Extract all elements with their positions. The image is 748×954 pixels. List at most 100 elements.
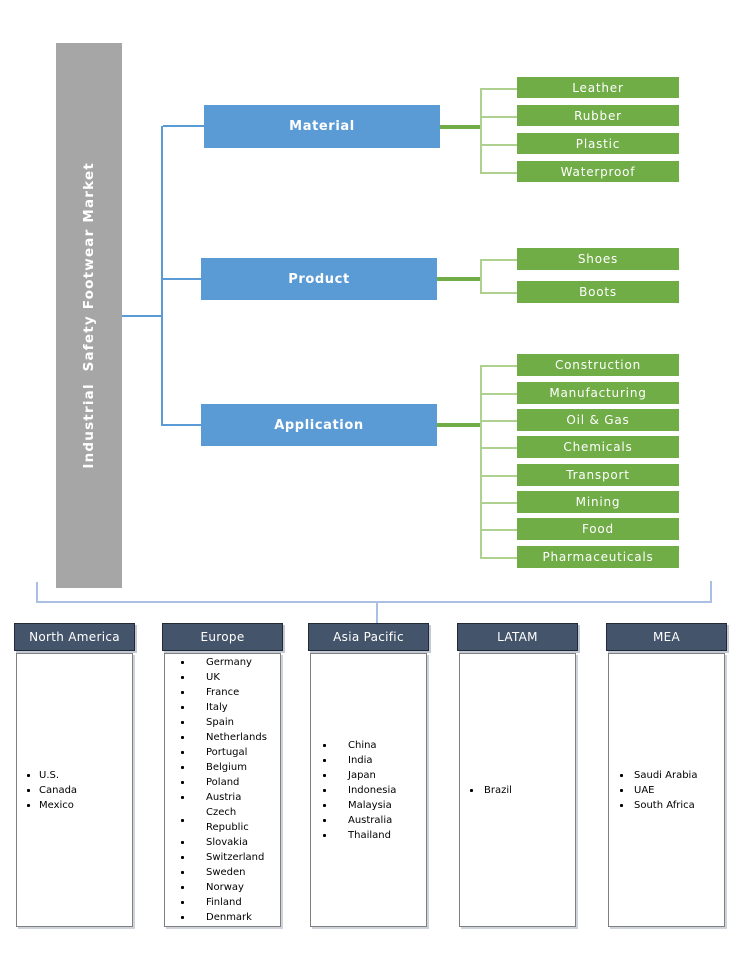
connector-regions xyxy=(710,581,712,602)
leaf-box: Boots xyxy=(517,281,679,303)
bullet-icon xyxy=(181,766,184,769)
leaf-label: Chemicals xyxy=(563,440,633,454)
connector-regions xyxy=(36,582,38,601)
bullet-icon xyxy=(181,901,184,904)
bullet-icon xyxy=(470,788,473,792)
leaf-box: Mining xyxy=(517,491,679,513)
connector-branch xyxy=(480,557,517,559)
country-item: Brazil xyxy=(470,783,575,798)
bullet-icon xyxy=(27,788,30,792)
country-label: U.S. xyxy=(39,769,60,781)
country-item: France xyxy=(181,685,280,700)
country-label: Brazil xyxy=(484,784,512,796)
leaf-label: Boots xyxy=(579,285,617,299)
leaf-box: Manufacturing xyxy=(517,382,679,404)
country-label: Poland xyxy=(206,777,240,788)
bullet-icon xyxy=(27,803,30,807)
connector-branch xyxy=(480,365,517,367)
leaf-box: Construction xyxy=(517,354,679,376)
country-label: Italy xyxy=(206,702,228,713)
country-item: Germany xyxy=(181,655,280,670)
country-item: Poland xyxy=(181,775,280,790)
bullet-icon xyxy=(181,691,184,694)
country-label: Czech Republic xyxy=(206,807,249,833)
bullet-icon xyxy=(620,803,623,807)
leaf-box: Rubber xyxy=(517,105,679,126)
country-item: Canada xyxy=(27,783,132,798)
country-label: UK xyxy=(206,672,220,683)
country-label: Slovakia xyxy=(206,837,248,848)
connector-trunk xyxy=(163,125,204,127)
connector-branch xyxy=(480,88,517,90)
country-item: India xyxy=(323,753,426,768)
country-item: Finland xyxy=(181,895,280,910)
country-item: Australia xyxy=(323,813,426,828)
country-item: Thailand xyxy=(323,828,426,843)
connector-branch xyxy=(480,502,517,504)
country-label: South Africa xyxy=(634,799,695,811)
connector-branch xyxy=(480,420,517,422)
country-label: Japan xyxy=(348,769,376,781)
bullet-icon xyxy=(323,743,326,747)
bullet-icon xyxy=(181,751,184,754)
country-label: Thailand xyxy=(348,829,391,841)
country-label: Saudi Arabia xyxy=(634,769,698,781)
bullet-icon xyxy=(181,721,184,724)
bullet-icon xyxy=(181,916,184,919)
leaf-label: Pharmaceuticals xyxy=(542,550,654,564)
bullet-icon xyxy=(181,676,184,679)
connector-vertical xyxy=(480,365,482,559)
bullet-icon xyxy=(323,833,326,837)
leaf-label: Transport xyxy=(566,468,630,482)
connector-trunk xyxy=(162,278,202,280)
leaf-label: Waterproof xyxy=(560,164,636,179)
country-item: Switzerland xyxy=(181,850,280,865)
country-label: Belgium xyxy=(206,762,247,773)
leaf-box: Food xyxy=(517,518,679,540)
leaf-label: Plastic xyxy=(575,136,621,151)
region-label: MEA xyxy=(652,630,681,644)
country-label: Germany xyxy=(206,657,252,668)
country-item: Mexico xyxy=(27,798,132,813)
connector-regions xyxy=(376,603,378,623)
bullet-icon xyxy=(181,781,184,784)
leaf-box: Waterproof xyxy=(517,161,679,182)
bullet-icon xyxy=(181,818,184,822)
bullet-icon xyxy=(181,856,184,859)
bullet-icon xyxy=(323,803,326,807)
country-item: Belgium xyxy=(181,760,280,775)
country-label: UAE xyxy=(634,784,655,796)
connector-vertical xyxy=(480,88,482,174)
country-label: China xyxy=(348,739,377,751)
country-item: Malaysia xyxy=(323,798,426,813)
country-item: Italy xyxy=(181,700,280,715)
segment-label: Product xyxy=(288,271,350,287)
leaf-label: Mining xyxy=(575,495,621,509)
country-item: Saudi Arabia xyxy=(620,768,724,783)
bullet-icon xyxy=(620,773,623,777)
connector-trunk xyxy=(161,126,163,426)
country-item: Sweden xyxy=(181,865,280,880)
leaf-box: Pharmaceuticals xyxy=(517,546,679,568)
leaf-label: Oil & Gas xyxy=(566,413,630,427)
country-label: Spain xyxy=(206,717,234,728)
country-label: Netherlands xyxy=(206,732,267,743)
bullet-icon xyxy=(181,736,184,739)
connector-branch xyxy=(480,259,517,261)
connector-branch xyxy=(480,144,517,146)
leaf-label: Food xyxy=(582,522,614,536)
country-label: Portugal xyxy=(206,747,248,758)
country-label: Austria xyxy=(206,792,242,803)
bullet-icon xyxy=(323,788,326,792)
region-label: North America xyxy=(29,630,120,644)
segment-box-product: Product xyxy=(201,258,437,300)
segment-label: Material xyxy=(289,119,355,134)
leaf-label: Rubber xyxy=(574,108,622,123)
connector-vertical xyxy=(480,259,482,294)
bullet-icon xyxy=(181,886,184,889)
leaf-box: Leather xyxy=(517,77,679,98)
